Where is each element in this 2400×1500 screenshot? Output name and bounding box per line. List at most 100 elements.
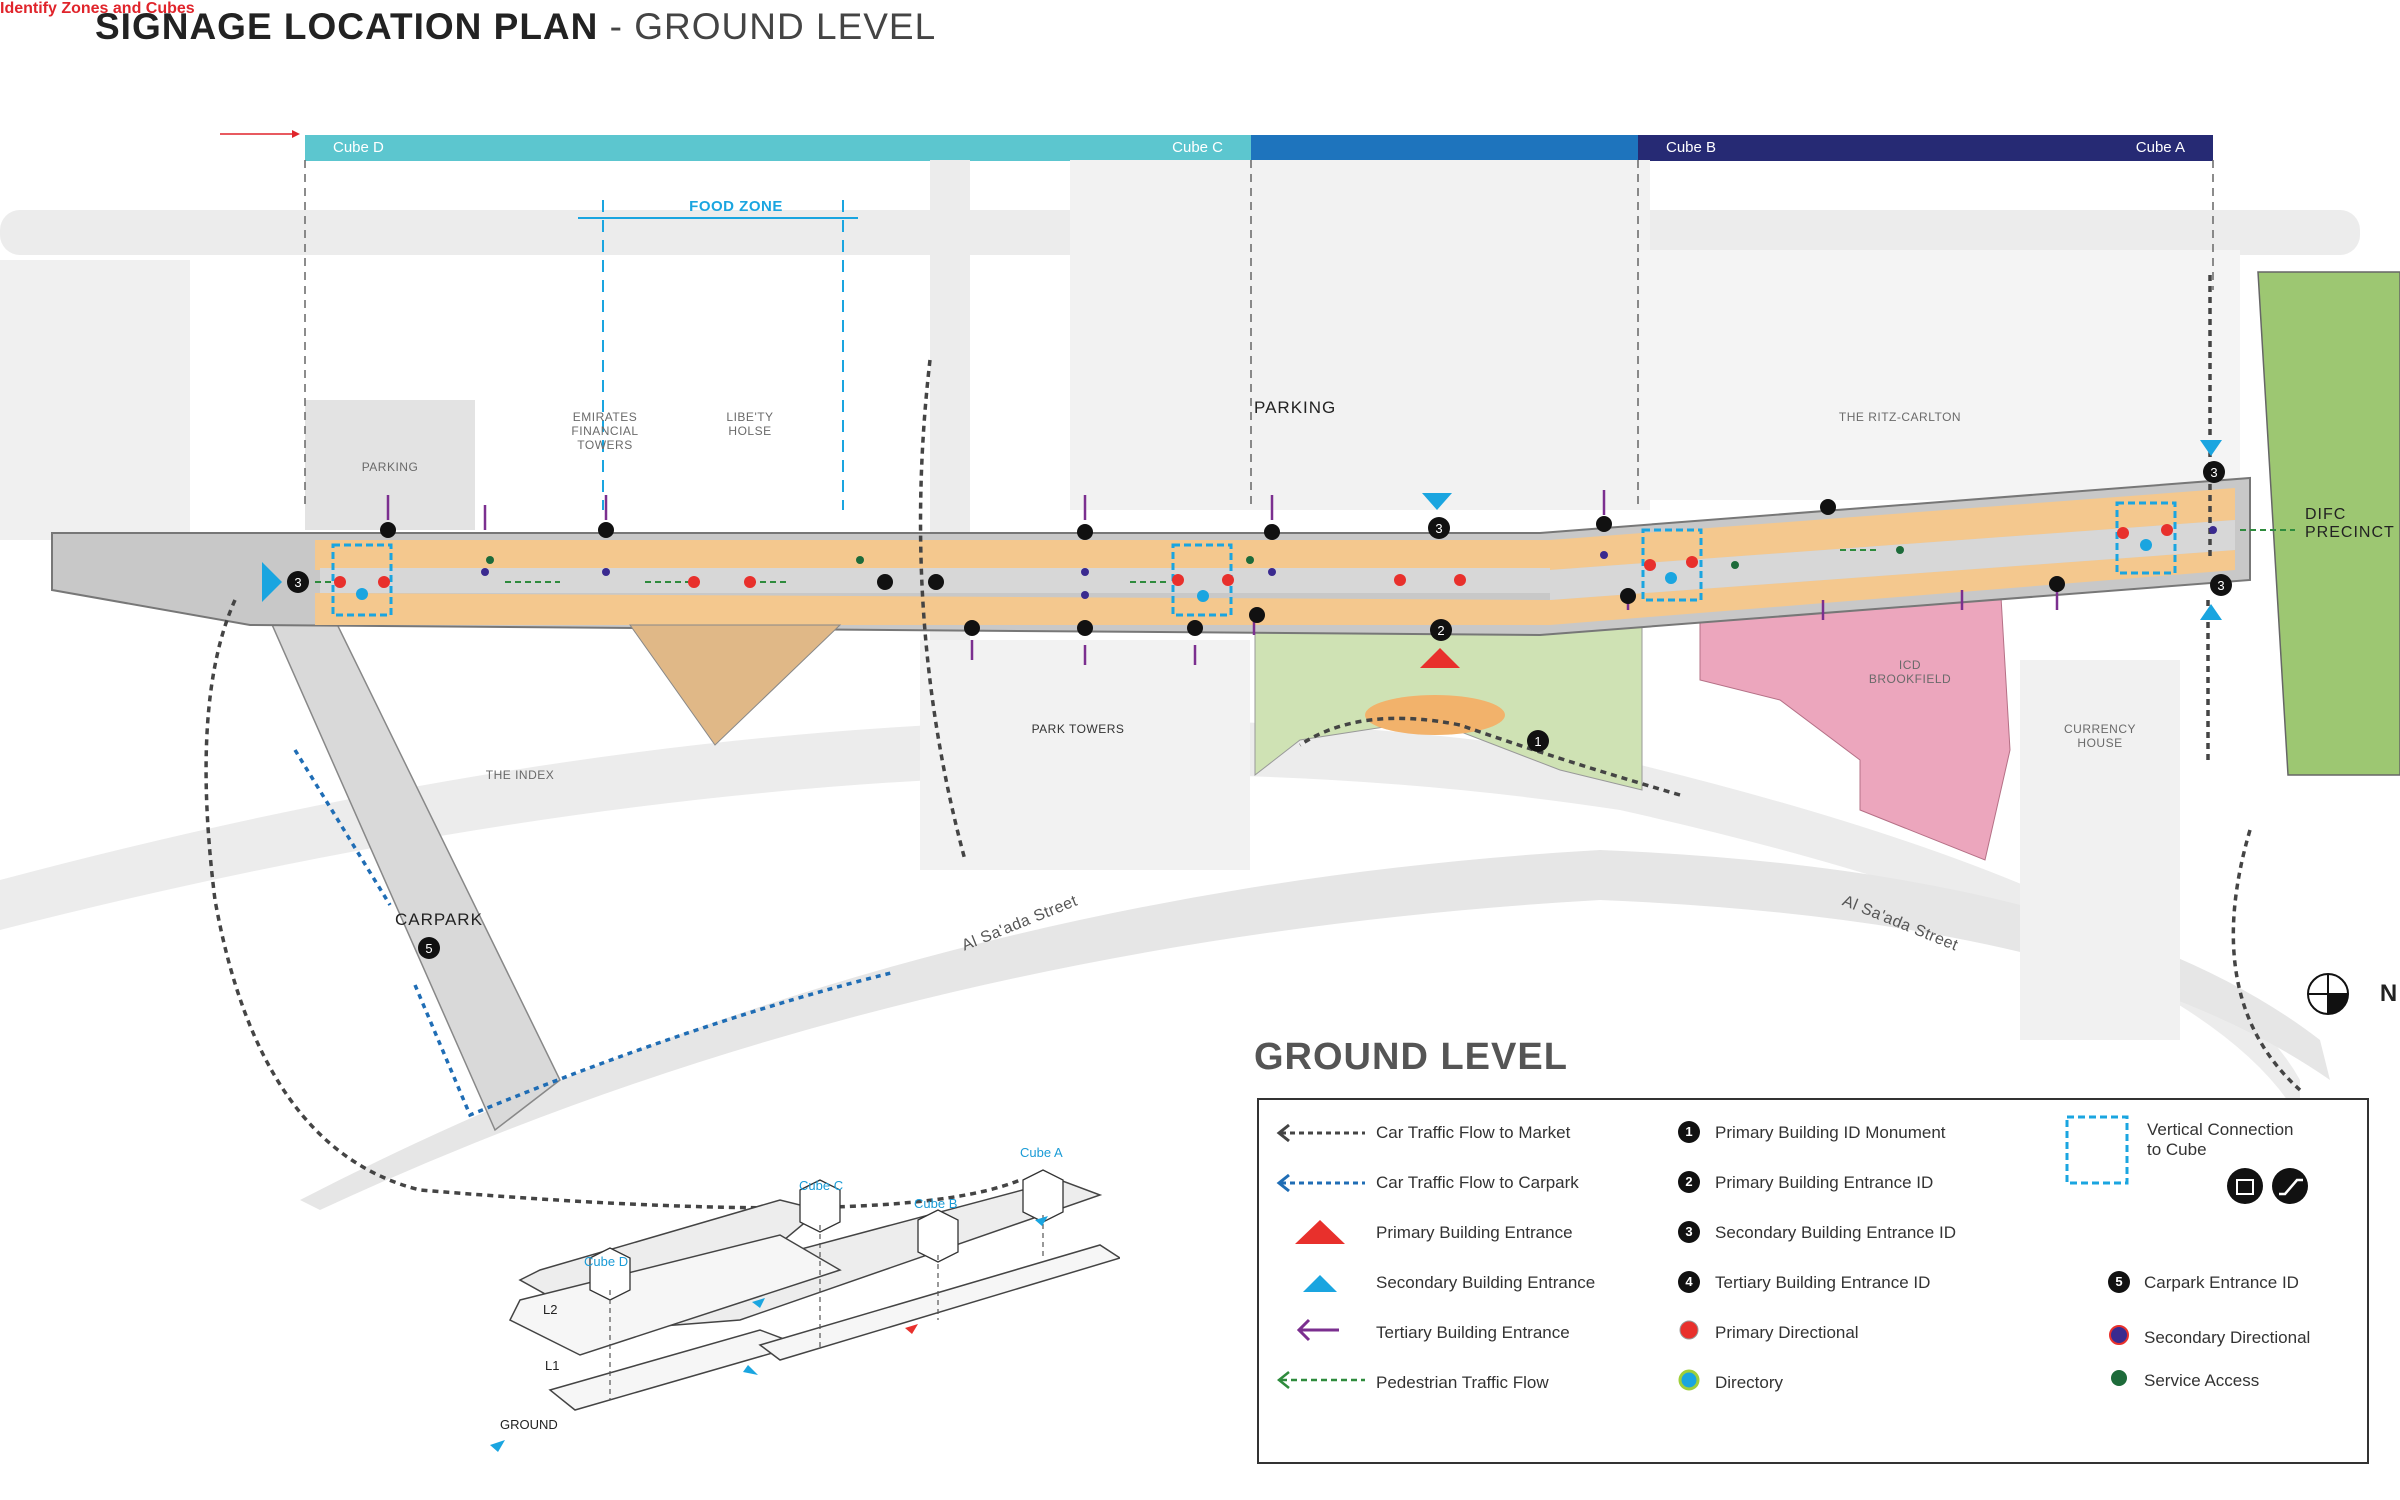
car-traffic-carpark [293, 749, 896, 1118]
legend-label-secondary-entrance-id: Secondary Building Entrance ID [1715, 1223, 1956, 1242]
legend-symbols-col1 [1276, 1123, 1365, 1389]
identify-zones-note: Identify Zones and Cubes [0, 0, 195, 17]
legend-car-market-icon [1276, 1123, 1365, 1143]
legend-label-directory: Directory [1715, 1373, 1784, 1392]
tertiary-arrows [386, 490, 2059, 665]
legend-directory-icon [1678, 1369, 1700, 1391]
svg-text:3: 3 [1435, 521, 1442, 536]
food-zone-lines [578, 200, 858, 510]
iso-cube-a: Cube A [1020, 1145, 1063, 1160]
cube-b-label: Cube B [1666, 139, 1717, 156]
plaza-fountain [1365, 695, 1505, 735]
legend-label-car-market: Car Traffic Flow to Market [1376, 1123, 1571, 1142]
svg-text:3: 3 [2210, 465, 2217, 480]
legend-badge-5: 5 [2108, 1271, 2130, 1293]
ground-level-heading: GROUND LEVEL [1254, 1036, 1568, 1078]
legend-label-primary-directional: Primary Directional [1715, 1323, 1859, 1342]
label-icd-brookfield: ICD BROOKFIELD [1868, 658, 1952, 686]
iso-cube-d: Cube D [584, 1254, 629, 1269]
legend-label-primary-entrance: Primary Building Entrance [1376, 1223, 1573, 1242]
legend-tertiary-icon [1296, 1318, 1339, 1342]
escalator-icon [2272, 1168, 2308, 1204]
title-sep: - [598, 6, 635, 47]
north-compass-icon [2307, 973, 2349, 1015]
iso-level-ground: GROUND [500, 1417, 558, 1432]
legend-service-access-icon [2111, 1370, 2127, 1386]
legend-dot-symbols [1678, 1320, 1700, 1391]
legend-secondary-directional-icon [2109, 1325, 2129, 1345]
primary-entrance-south [1420, 648, 1460, 668]
cube-d-label: Cube D [333, 139, 384, 156]
label-park-towers: PARK TOWERS [1031, 722, 1125, 736]
legend-vertical-connection-icon [2065, 1115, 2129, 1185]
cube-a-label: Cube A [2135, 139, 2185, 156]
legend-label-secondary-directional: Secondary Directional [2144, 1328, 2311, 1347]
label-parking-left: PARKING [361, 460, 419, 474]
iso-level-l1: L1 [545, 1358, 560, 1373]
title-sub: GROUND LEVEL [634, 6, 937, 47]
difc-precinct [2257, 271, 2400, 776]
svg-text:5: 5 [425, 941, 432, 956]
iso-cube-c: Cube C [799, 1178, 844, 1193]
legend-badge-2: 2 [1678, 1171, 1700, 1193]
legend-label-service-access: Service Access [2144, 1371, 2260, 1390]
secondary-entrance-ne [2200, 440, 2222, 456]
legend-label-secondary-entrance: Secondary Building Entrance [1376, 1273, 1596, 1292]
secondary-entrance-se [2200, 604, 2222, 620]
legend-label-pedestrian: Pedestrian Traffic Flow [1376, 1373, 1549, 1392]
label-carpark: CARPARK [395, 910, 483, 929]
legend-badge-3: 3 [1678, 1221, 1700, 1243]
svg-text:2: 2 [1437, 623, 1444, 638]
secondary-directional-dots [481, 526, 2217, 599]
service-access-dots [486, 546, 1904, 569]
svg-text:3: 3 [294, 575, 301, 590]
legend-label-primary-id-monument: Primary Building ID Monument [1715, 1123, 1946, 1142]
cube-bar-b-a: Cube B Cube A [1638, 135, 2213, 161]
directory-dots [356, 539, 2152, 602]
legend-label-primary-entrance-id: Primary Building Entrance ID [1715, 1173, 1934, 1192]
mall-shops-top [315, 488, 2235, 570]
legend-primary-directional-icon [1679, 1320, 1699, 1340]
page-title: SIGNAGE LOCATION PLAN - GROUND LEVEL [95, 6, 936, 48]
label-ritz-carlton: THE RITZ-CARLTON [1838, 410, 1962, 424]
label-difc: DIFC PRECINCT [2305, 506, 2395, 541]
label-emirates-towers: EMIRATES FINANCIAL TOWERS [571, 410, 639, 452]
legend-car-carpark-icon [1276, 1173, 1365, 1193]
legend-label-car-carpark: Car Traffic Flow to Carpark [1376, 1173, 1579, 1192]
carpark-building [268, 619, 561, 1132]
car-traffic-market [204, 275, 2302, 1210]
label-the-index: THE INDEX [485, 768, 555, 782]
legend-label-carpark-entrance-id: Carpark Entrance ID [2144, 1273, 2299, 1292]
lift-icon [2227, 1168, 2263, 1204]
tertiary-id-badges [380, 499, 2065, 636]
map-legend: Car Traffic Flow to Market Car Traffic F… [1257, 1098, 2369, 1464]
legend-badge-4: 4 [1678, 1271, 1700, 1293]
legend-lift-escalator-icons [2227, 1168, 2308, 1204]
label-liberty-house: LIBE'TY HOLSE [726, 410, 774, 438]
iso-level-l2: L2 [543, 1302, 558, 1317]
iso-cubes [589, 1169, 1064, 1301]
food-court [629, 624, 842, 746]
background-roads [0, 160, 2360, 1210]
legend-pedestrian-icon [1276, 1371, 1365, 1389]
identify-arrow-icon [220, 130, 300, 138]
legend-primary-entrance-icon [1295, 1220, 1345, 1244]
site-map: 3 3 2 1 3 3 5 [0, 160, 2400, 1210]
cube-bar-d-c: Cube D Cube C [305, 135, 1251, 161]
primary-directional-dots [334, 524, 2173, 588]
secondary-entrance-west [262, 562, 282, 602]
id-badges: 3 3 2 1 3 3 5 [287, 461, 2232, 959]
label-currency-house: CURRENCY HOUSE [2063, 722, 2136, 750]
label-parking-center: PARKING [1254, 398, 1337, 417]
secondary-entrance-north [1422, 493, 1452, 510]
iso-cube-b: Cube B [914, 1196, 958, 1211]
food-zone-label: FOOD ZONE [689, 198, 783, 215]
legend-label-vertical-connection: Vertical Connection to Cube [2147, 1120, 2294, 1159]
mall-shops-bottom [315, 550, 2235, 625]
legend-dot-symbols-col3 [2109, 1325, 2129, 1386]
legend-label-tertiary: Tertiary Building Entrance [1376, 1323, 1570, 1342]
label-north: N [2379, 980, 2399, 1007]
legend-badge-1: 1 [1678, 1121, 1700, 1143]
pedestrian-flows [315, 529, 2295, 583]
legend-secondary-entrance-icon [1303, 1275, 1337, 1292]
